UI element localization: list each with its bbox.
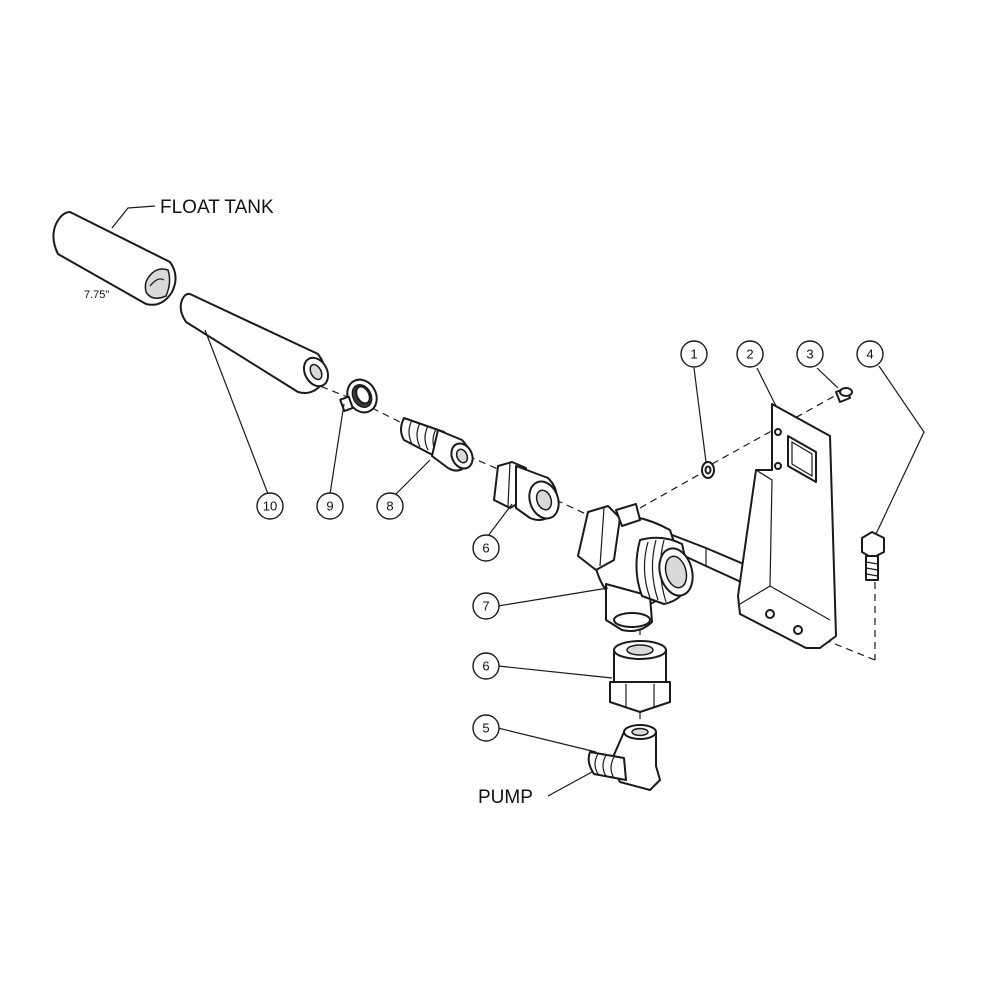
hex-reducer-part-6-lower <box>609 640 671 713</box>
screw-part-3 <box>835 387 853 403</box>
callout-4: 4 <box>856 340 884 368</box>
callout-9: 9 <box>316 492 344 520</box>
elbow-fitting-part-5 <box>587 724 661 791</box>
callout-10: 10 <box>256 492 284 520</box>
hose-part-10 <box>179 292 329 394</box>
svg-text:2: 2 <box>746 347 753 362</box>
svg-text:7: 7 <box>482 599 489 614</box>
hose-barb-part-8 <box>400 417 474 472</box>
svg-text:5: 5 <box>482 721 489 736</box>
float-tank-label: FLOAT TANK <box>160 197 274 218</box>
float-tank-tube <box>52 211 177 306</box>
callout-6-upper: 6 <box>472 534 500 562</box>
length-dimension-label: 7.75" <box>84 289 109 301</box>
callout-8: 8 <box>376 492 404 520</box>
callout-1: 1 <box>680 340 708 368</box>
mounting-bracket-part-2 <box>737 403 837 649</box>
svg-text:6: 6 <box>482 659 489 674</box>
callout-bubbles: 1 2 3 4 5 6 6 7 <box>256 340 884 742</box>
svg-text:9: 9 <box>326 499 333 514</box>
callout-7: 7 <box>472 592 500 620</box>
svg-text:4: 4 <box>866 347 873 362</box>
svg-text:10: 10 <box>263 499 277 514</box>
leader-lines <box>111 205 925 797</box>
callout-6-lower: 6 <box>472 652 500 680</box>
pump-label: PUMP <box>478 787 533 808</box>
svg-text:6: 6 <box>482 541 489 556</box>
callout-2: 2 <box>736 340 764 368</box>
washer-part-1 <box>701 461 715 479</box>
hex-reducer-part-6-upper <box>493 461 560 521</box>
hex-bolt-part-4 <box>861 531 885 581</box>
svg-text:8: 8 <box>386 499 393 514</box>
callout-3: 3 <box>796 340 824 368</box>
svg-text:3: 3 <box>806 347 813 362</box>
hose-clamp-part-9 <box>339 378 378 414</box>
svg-text:1: 1 <box>690 347 697 362</box>
callout-5: 5 <box>472 714 500 742</box>
